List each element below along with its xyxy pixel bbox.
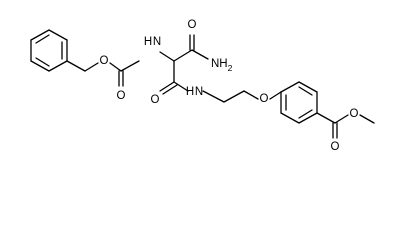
atom-o-carbamate-carbonyl: O (117, 90, 126, 102)
atom-n-carbamate: N (153, 36, 161, 48)
atom-nh2: NH2 (211, 58, 233, 73)
atom-h-carbamate: H (144, 36, 152, 48)
benzyl-ring (30, 29, 68, 72)
atom-nh2-n: NH (211, 58, 228, 70)
benzoate-ring (269, 81, 318, 124)
atom-o-ether: O (260, 93, 269, 105)
atom-o-amide-top: O (188, 19, 197, 31)
methyl-ester (316, 112, 375, 139)
carbamate-linkage (66, 51, 175, 87)
atom-n-amide: N (195, 86, 203, 98)
chemical-structure: O H N O O NH2 O H N O O O (30, 19, 375, 153)
malonamide-core (159, 34, 209, 95)
atom-nh2-subscript: 2 (228, 63, 233, 73)
atom-o-ester-double: O (331, 141, 340, 153)
atom-h-amide: H (186, 86, 194, 98)
atom-o-amide-mid: O (151, 94, 160, 106)
atom-o-carbamate-ether: O (100, 55, 109, 67)
atom-o-ester-single: O (350, 108, 359, 120)
atom-labels: O H N O O NH2 O H N O O O (100, 19, 359, 153)
ethylene-linker (202, 90, 259, 103)
